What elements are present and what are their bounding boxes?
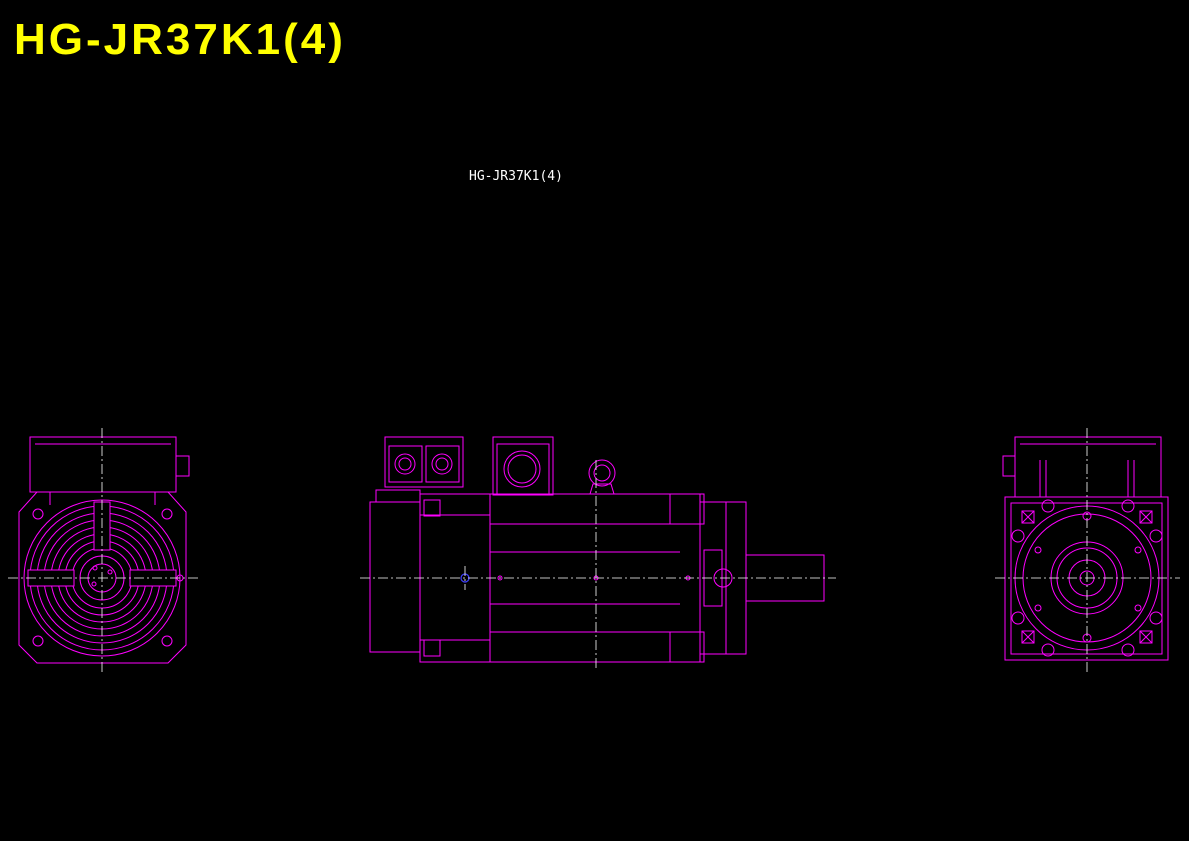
front-bearing xyxy=(713,568,733,588)
rear-fan-housing xyxy=(369,501,421,653)
front-centerlines xyxy=(8,428,198,674)
power-connector xyxy=(492,436,554,496)
fan-hub-dot xyxy=(92,565,98,571)
connector-small xyxy=(425,445,460,483)
front-bolt xyxy=(32,635,44,647)
rear-tap-hole xyxy=(1134,546,1142,554)
front-flange xyxy=(18,491,187,664)
rear-bolt xyxy=(1121,499,1135,513)
rear-centerlines xyxy=(995,428,1180,674)
rear-bracket-bolt xyxy=(423,639,441,657)
power-connector-socket xyxy=(507,454,537,484)
fan-hub-dot xyxy=(107,569,113,575)
power-connector-ring xyxy=(503,450,541,488)
rear-bolt xyxy=(1121,643,1135,657)
rear-bolt xyxy=(1149,611,1163,625)
front-terminal-plug xyxy=(175,455,190,477)
connector-small-pin xyxy=(435,457,449,471)
front-terminal-box xyxy=(29,436,177,493)
side-centerlines xyxy=(360,460,836,668)
rear-bolt xyxy=(1041,643,1055,657)
frame-front-boss xyxy=(669,493,705,525)
rear-tap-hole xyxy=(1134,604,1142,612)
frame-front-boss xyxy=(669,631,705,663)
lifting-eye-hole xyxy=(593,464,611,482)
axis-marker xyxy=(497,575,503,581)
rear-terminal-plug xyxy=(1002,455,1016,477)
drawing-label: HG-JR37K1(4) xyxy=(469,169,563,184)
rear-bolt xyxy=(1011,529,1025,543)
rear-bolt xyxy=(1041,499,1055,513)
rear-view xyxy=(1002,436,1169,661)
connector-housing xyxy=(384,436,464,488)
connector-small-ring xyxy=(394,453,416,475)
rear-bracket-bolt xyxy=(423,499,441,517)
front-bolt xyxy=(32,508,44,520)
rear-bolt xyxy=(1011,611,1025,625)
fan-hub-dot xyxy=(91,581,97,587)
front-bolt xyxy=(161,508,173,520)
connector-small-ring xyxy=(431,453,453,475)
rear-flange xyxy=(1004,496,1169,661)
rear-cap xyxy=(375,489,421,503)
rear-flange-inner xyxy=(1010,502,1163,655)
front-view xyxy=(18,436,190,664)
side-view xyxy=(369,436,825,663)
connector-small xyxy=(388,445,423,483)
lifting-eye xyxy=(588,459,616,487)
rear-tap-hole xyxy=(1034,546,1042,554)
rear-tap-hole xyxy=(1034,604,1042,612)
drawing-title: HG-JR37K1(4) xyxy=(14,15,346,64)
rear-terminal-box xyxy=(1014,436,1162,498)
mount-hole-marks xyxy=(1021,510,1153,644)
connector-small-pin xyxy=(398,457,412,471)
rear-bolt xyxy=(1149,529,1163,543)
front-bolt xyxy=(161,635,173,647)
